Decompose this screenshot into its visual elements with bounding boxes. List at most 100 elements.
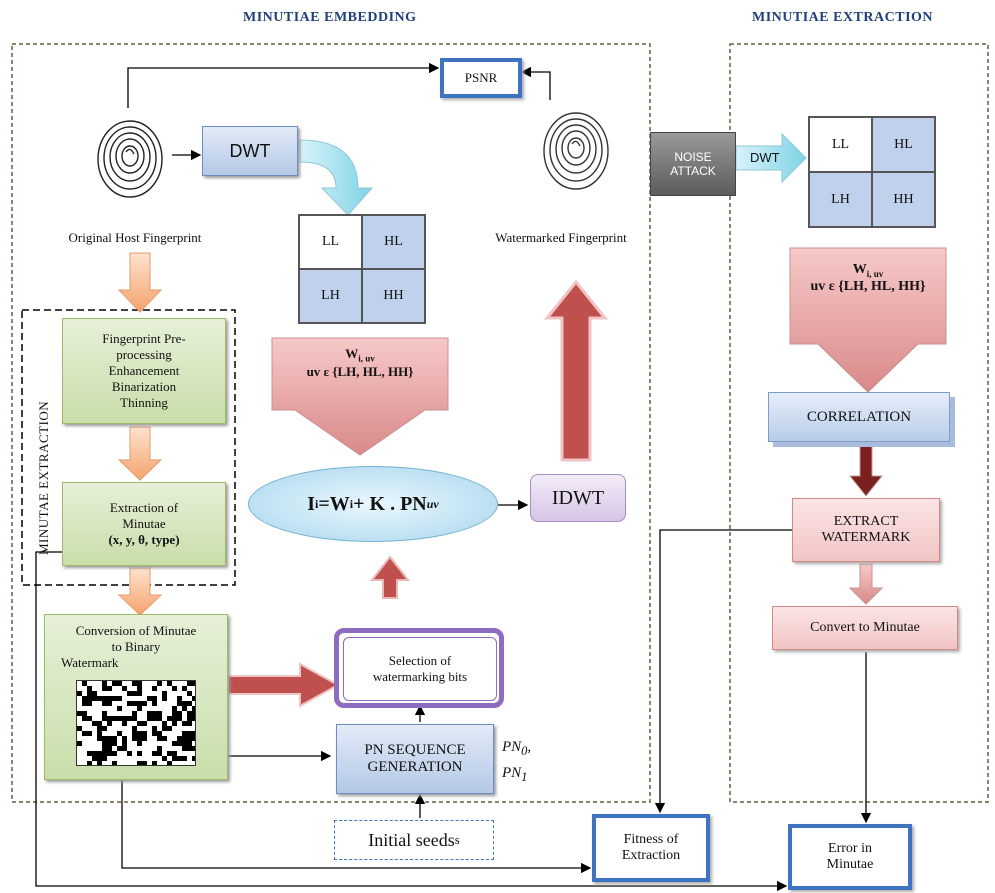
watermark-bit <box>97 751 102 756</box>
watermark-bit <box>187 691 192 696</box>
watermark-bit <box>172 686 177 691</box>
correlation-box: CORRELATION <box>768 392 950 442</box>
watermark-bit <box>177 756 182 761</box>
minutiae-extraction-region <box>21 309 236 586</box>
watermark-bit <box>172 741 177 746</box>
watermark-bit <box>87 716 92 721</box>
watermark-bit <box>137 731 142 736</box>
watermark-bit <box>77 741 82 746</box>
watermark-bit <box>177 696 182 701</box>
watermark-bit <box>157 681 162 686</box>
watermark-bit <box>162 736 167 741</box>
watermark-bit <box>107 736 112 741</box>
ext-subband-lh: LH <box>809 172 872 227</box>
watermark-bit <box>117 696 122 701</box>
watermark-bit <box>162 696 167 701</box>
watermark-bit <box>112 716 117 721</box>
watermark-bit <box>122 741 127 746</box>
watermark-bit <box>152 751 157 756</box>
watermark-bit <box>147 711 152 716</box>
watermark-bit <box>107 751 112 756</box>
watermark-bit <box>132 731 137 736</box>
watermark-bit <box>192 731 195 736</box>
watermark-bit <box>182 686 187 691</box>
noise-attack-box: NOISE ATTACK <box>650 132 736 196</box>
weights-to-equation-arrow <box>271 337 449 456</box>
watermark-bit <box>187 731 192 736</box>
watermark-bit <box>97 731 102 736</box>
watermark-bit <box>102 681 107 686</box>
watermark-bit <box>137 686 142 691</box>
watermark-bit <box>172 706 177 711</box>
watermark-bit <box>187 711 192 716</box>
watermark-bit <box>177 741 182 746</box>
watermark-bit <box>87 691 92 696</box>
watermark-bit <box>107 696 112 701</box>
psnr-box: PSNR <box>440 58 522 98</box>
watermark-bit <box>137 736 142 741</box>
watermark-bit <box>142 736 147 741</box>
watermark-bit <box>92 721 97 726</box>
watermark-bit <box>87 731 92 736</box>
watermark-bit <box>182 756 187 761</box>
watermark-bit <box>92 696 97 701</box>
watermark-bit <box>127 701 132 706</box>
watermark-bit <box>142 761 147 765</box>
watermark-bit <box>187 736 192 741</box>
watermark-bit <box>187 701 192 706</box>
watermark-bit <box>157 711 162 716</box>
watermark-bit <box>192 736 195 741</box>
watermark-bit <box>172 721 177 726</box>
subband-hh: HH <box>362 269 425 323</box>
watermark-bit <box>167 681 172 686</box>
binary-watermark-image <box>76 680 196 766</box>
watermark-bit <box>152 731 157 736</box>
watermark-bit <box>132 711 137 716</box>
watermark-bit <box>82 711 87 716</box>
watermark-bit <box>187 746 192 751</box>
watermark-bit <box>87 761 92 765</box>
watermark-bit <box>132 681 137 686</box>
watermark-bit <box>152 716 157 721</box>
fitness-of-extraction-box: Fitness of Extraction <box>592 814 710 882</box>
watermark-bit <box>92 756 97 761</box>
watermark-bit <box>152 726 157 731</box>
embedding-subbands-grid: LL HL LH HH <box>298 214 426 324</box>
watermark-bit <box>157 751 162 756</box>
watermark-bit <box>82 681 87 686</box>
idwt-label: IDWT <box>551 486 605 509</box>
watermark-bit <box>157 716 162 721</box>
watermark-bit <box>152 701 157 706</box>
watermark-bit <box>112 736 117 741</box>
ext-subband-hh: HH <box>872 172 935 227</box>
watermark-bit <box>117 746 122 751</box>
watermark-bit <box>87 751 92 756</box>
watermark-bit <box>82 701 87 706</box>
watermark-bit <box>182 741 187 746</box>
watermark-bit <box>82 696 87 701</box>
watermark-bit <box>102 726 107 731</box>
watermark-bit <box>102 696 107 701</box>
watermark-bit <box>137 761 142 765</box>
watermark-bit <box>117 716 122 721</box>
watermark-bit <box>177 711 182 716</box>
watermark-bit <box>152 686 157 691</box>
extraction-header: MINUTIAE EXTRACTION <box>752 10 934 25</box>
watermark-bit <box>172 756 177 761</box>
watermark-bit <box>97 721 102 726</box>
watermark-bit <box>172 716 177 721</box>
watermark-bit <box>77 711 82 716</box>
watermark-bit <box>122 716 127 721</box>
dwt-box: DWT <box>202 126 298 176</box>
watermark-bit <box>157 746 162 751</box>
psnr-label: PSNR <box>464 70 498 85</box>
watermark-bit <box>117 706 122 711</box>
watermark-bit <box>97 736 102 741</box>
watermark-to-selection-arrow <box>227 662 341 708</box>
watermark-bit <box>137 721 142 726</box>
watermark-bit <box>152 761 157 765</box>
watermark-bit <box>102 751 107 756</box>
watermark-bit <box>82 731 87 736</box>
watermark-bit <box>137 741 142 746</box>
watermark-bit <box>112 681 117 686</box>
